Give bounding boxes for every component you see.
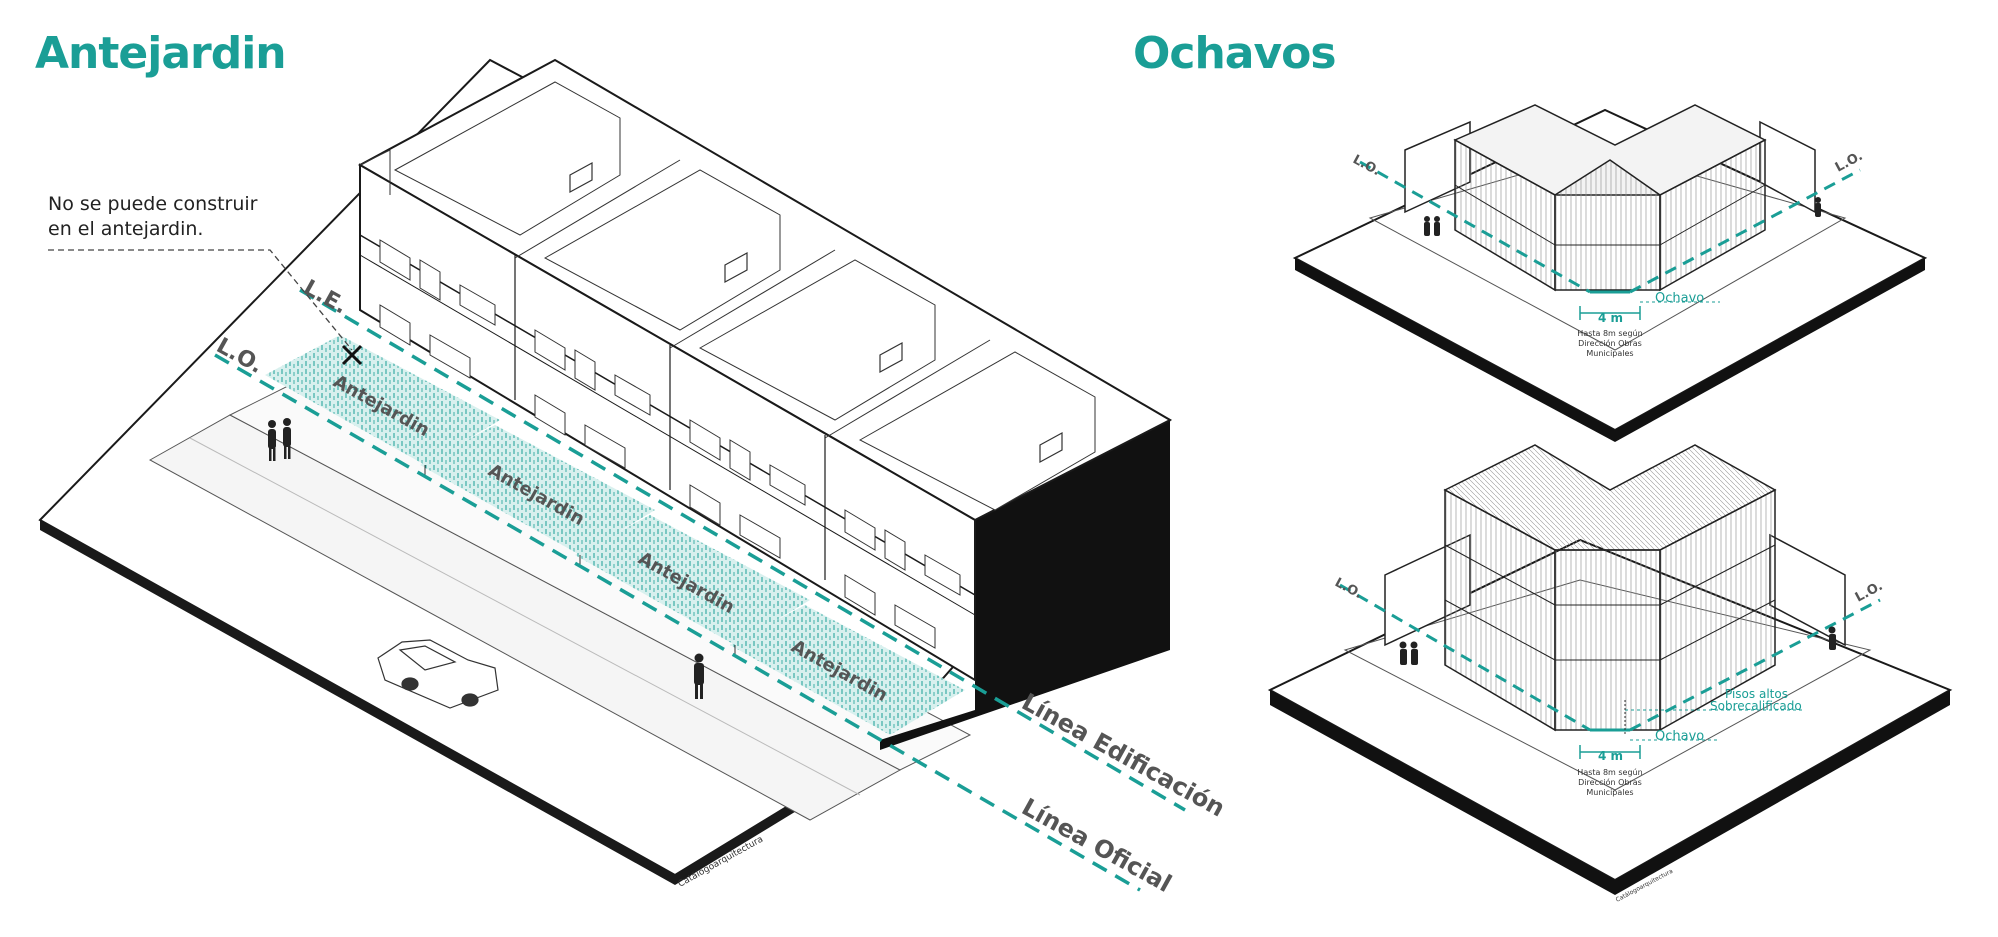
- top-dim-label: 4 m: [1598, 311, 1623, 325]
- top-lo-left: L.O.: [1350, 152, 1383, 179]
- bottom-dim-label: 4 m: [1598, 749, 1623, 763]
- note-line-2: en el antejardin.: [48, 218, 204, 240]
- top-note-3: Municipales: [1586, 349, 1633, 358]
- top-lo-right: L.O.: [1833, 149, 1866, 176]
- ochavo-top-isometric: L.O. L.O. Ochavo 4 m Hasta 8m según Dire…: [1292, 104, 1928, 442]
- ochavo-bottom-isometric: L.O. L.O. Pisos altos Sobrecalificado Oc…: [1267, 444, 1953, 904]
- people-silhouettes: [268, 418, 704, 699]
- garden-plots: [265, 335, 965, 735]
- top-note-1: Hasta 8m según: [1577, 329, 1642, 338]
- bottom-lo-right: L.O.: [1853, 579, 1886, 606]
- linea-oficial-label: Línea Oficial: [1017, 793, 1176, 898]
- ochavos-title: Ochavos: [1133, 28, 1337, 79]
- bottom-pisos-2: Sobrecalificado: [1710, 699, 1802, 713]
- antejardin-title: Antejardin: [35, 28, 287, 79]
- bottom-note-1: Hasta 8m según: [1577, 768, 1642, 777]
- note-line-1: No se puede construir: [48, 193, 258, 215]
- bottom-pisos-1: Pisos altos: [1725, 687, 1788, 701]
- car-illustration: [377, 639, 499, 709]
- antejardin-isometric: L.E. L.O. Antejardin Antejardin Antejard…: [38, 58, 1230, 898]
- bottom-note-3: Municipales: [1586, 788, 1633, 797]
- antejardin-note: No se puede construir en el antejardin.: [48, 192, 258, 242]
- bottom-note-2: Dirección Obras: [1578, 777, 1642, 787]
- top-note-2: Dirección Obras: [1578, 338, 1642, 348]
- top-ochavo-label: Ochavo: [1655, 291, 1704, 306]
- bottom-ochavo-label: Ochavo: [1655, 729, 1704, 744]
